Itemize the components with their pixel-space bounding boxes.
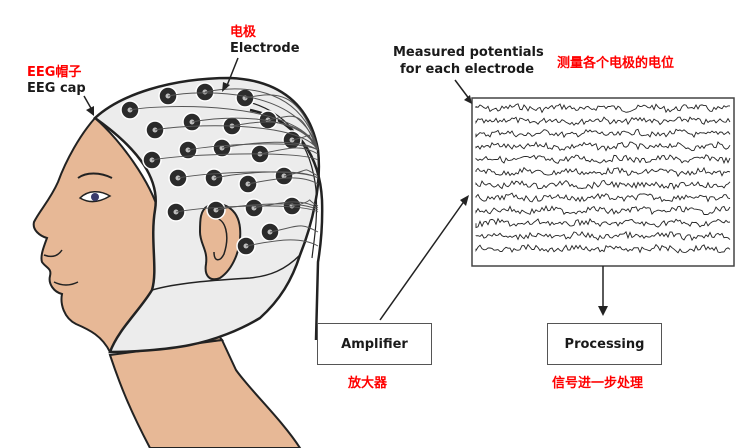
electrode-wire <box>191 117 319 151</box>
electrode-wire <box>291 134 319 151</box>
cap-inner-line <box>151 254 301 291</box>
measured-label-en-2: for each electrode <box>400 62 535 77</box>
electrode-wire <box>245 239 319 247</box>
electrode-wire <box>283 169 319 177</box>
ear <box>198 203 242 281</box>
neck <box>108 338 302 448</box>
electrode-wire <box>215 203 319 211</box>
eeg-trace <box>475 179 731 191</box>
electrode-wire <box>187 143 319 151</box>
electrode-pointer-head <box>222 82 230 92</box>
eyebrow <box>77 172 113 179</box>
eeg-trace <box>475 103 730 114</box>
electrode-wire <box>291 199 319 207</box>
cap-label-cn: EEG帽子 <box>27 65 82 80</box>
electrode-wire <box>244 94 319 151</box>
electrode-wire <box>221 141 319 151</box>
eeg-trace <box>475 154 731 165</box>
electrode-pointer <box>225 57 239 89</box>
measured-label-cn: 测量各个电极的电位 <box>557 56 675 71</box>
eeg-trace <box>475 243 731 254</box>
nostril <box>43 249 63 258</box>
eeg-trace <box>475 166 731 178</box>
amplifier-to-plot-arrow-head <box>460 195 469 206</box>
measured-pointer <box>454 79 471 101</box>
electrode-wire <box>269 225 319 233</box>
amplifier-to-plot-arrow <box>379 199 466 321</box>
eeg-trace <box>475 204 731 216</box>
measured-label-en-1: Measured potentials <box>393 45 544 60</box>
amplifier-box: Amplifier <box>317 323 432 365</box>
processing-box: Processing <box>547 323 662 365</box>
eeg-trace <box>475 128 731 139</box>
eeg-trace <box>475 192 731 203</box>
iris <box>91 193 99 201</box>
eeg-trace <box>475 230 731 242</box>
ear-inner <box>213 217 228 261</box>
electrode-wire <box>154 125 319 151</box>
cap-pointer <box>83 95 93 111</box>
cap-label-en: EEG cap <box>27 81 86 96</box>
eeg-trace-group <box>475 103 731 254</box>
electrode-wire-group <box>129 88 319 247</box>
electrode-label-en: Electrode <box>230 41 300 56</box>
electrode-wire <box>213 171 319 179</box>
electrode-wire <box>267 115 319 151</box>
electrode-wire <box>253 201 319 209</box>
electrode-label-cn: 电极 <box>230 25 257 40</box>
processing-label-cn: 信号进一步处理 <box>552 376 644 391</box>
electrode-wire <box>175 205 319 213</box>
amplifier-label-cn: 放大器 <box>348 376 388 391</box>
electrode-wire <box>259 147 319 155</box>
electrode-wire <box>204 88 319 151</box>
electrode-wire <box>247 177 319 185</box>
mouth <box>53 281 79 286</box>
eeg-trace <box>475 141 731 152</box>
electrode-wire <box>129 106 319 151</box>
measured-pointer-head <box>464 95 472 104</box>
eeg-trace <box>475 217 731 229</box>
electrode-wire <box>151 153 319 161</box>
cap-pointer-head <box>86 106 94 116</box>
plot-to-processing-arrow-head <box>598 306 608 316</box>
eeg-trace <box>475 116 731 126</box>
